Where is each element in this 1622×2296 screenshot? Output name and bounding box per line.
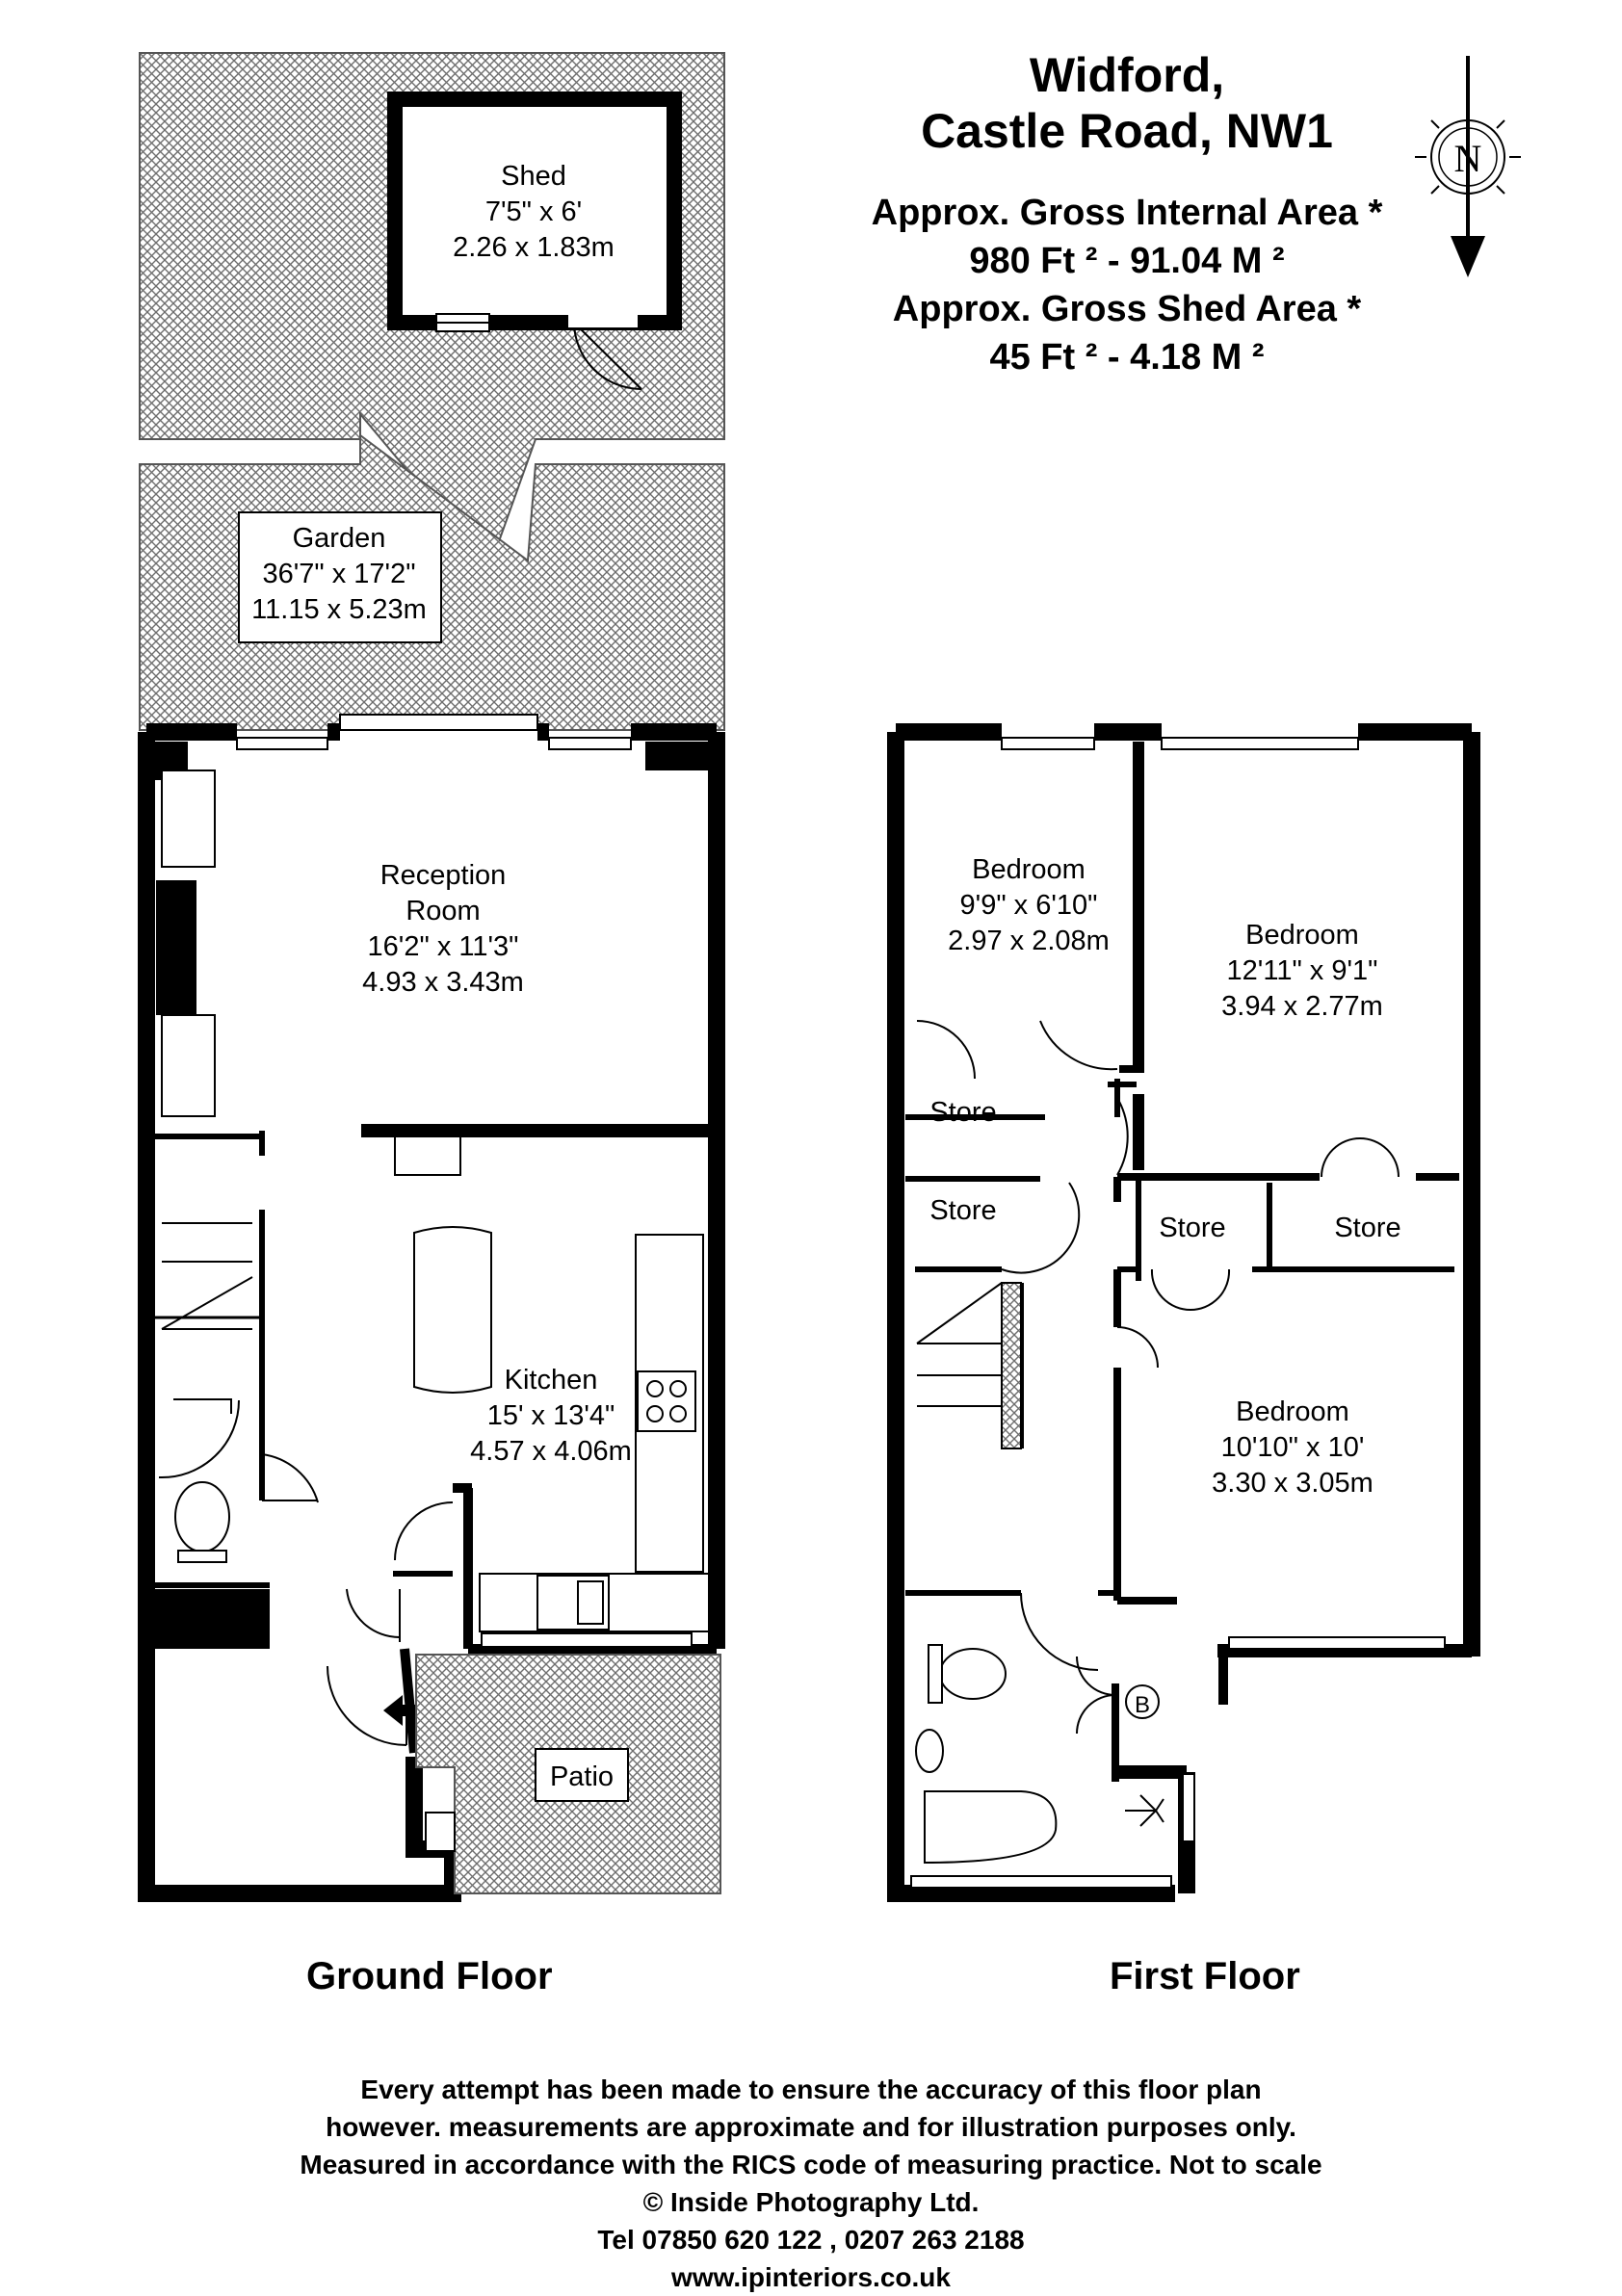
- kitchen-metric: 4.57 x 4.06m: [470, 1436, 632, 1467]
- boiler-icon: [1125, 1684, 1160, 1719]
- shed-label: Shed: [501, 161, 566, 192]
- shed-room: [387, 91, 682, 330]
- ground-floor-label: Ground Floor: [306, 1955, 553, 1997]
- gia-value: 980 Ft ² - 91.04 M ²: [969, 241, 1285, 282]
- compass-north-label: N: [1454, 137, 1482, 180]
- bedroom1-label: Bedroom: [972, 854, 1086, 885]
- bedroom2-label: Bedroom: [1245, 920, 1359, 951]
- bedroom1-imperial: 9'9" x 6'10": [960, 890, 1098, 921]
- area-summary: Approx. Gross Internal Area * 980 Ft ² -…: [809, 189, 1445, 382]
- store-label-2: Store: [929, 1195, 996, 1226]
- disclaimer-line-2: however. measurements are approximate an…: [326, 2112, 1296, 2142]
- title-line-2: Castle Road, NW1: [921, 103, 1333, 158]
- disclaimer-line-3: Measured in accordance with the RICS cod…: [300, 2150, 1322, 2179]
- bedroom2-imperial: 12'11" x 9'1": [1227, 955, 1378, 986]
- store-label-3: Store: [1159, 1213, 1225, 1243]
- kitchen-label: Kitchen: [505, 1365, 598, 1396]
- garden-label-box: [238, 511, 442, 643]
- reception-imperial: 16'2" x 11'3": [368, 931, 519, 962]
- bedroom3-imperial: 10'10" x 10': [1221, 1432, 1365, 1463]
- shed-area-value: 45 Ft ² - 4.18 M ²: [989, 337, 1265, 378]
- bedroom1-metric: 2.97 x 2.08m: [948, 926, 1110, 956]
- copyright: © Inside Photography Ltd.: [642, 2187, 980, 2217]
- store-label-1: Store: [929, 1097, 996, 1128]
- disclaimer-line-1: Every attempt has been made to ensure th…: [360, 2074, 1262, 2104]
- phone-numbers: Tel 07850 620 122 , 0207 263 2188: [597, 2225, 1025, 2255]
- shed-imperial: 7'5" x 6': [485, 196, 582, 227]
- store-label-4: Store: [1334, 1213, 1400, 1243]
- title-line-1: Widford,: [1029, 48, 1225, 102]
- reception-label-2: Room: [406, 896, 480, 926]
- first-floor-label: First Floor: [1110, 1955, 1300, 1997]
- first-floor-walls: [887, 732, 1175, 1902]
- garden-label: Garden: [293, 523, 386, 554]
- bedroom2-metric: 3.94 x 2.77m: [1221, 991, 1383, 1022]
- disclaimer: Every attempt has been made to ensure th…: [0, 2071, 1622, 2296]
- shed-metric: 2.26 x 1.83m: [453, 232, 615, 263]
- shed-area-label: Approx. Gross Shed Area *: [892, 289, 1362, 330]
- garden-imperial: 36'7" x 17'2": [262, 559, 415, 589]
- patio-label: Patio: [550, 1761, 614, 1792]
- bedroom3-label: Bedroom: [1236, 1396, 1349, 1427]
- patio-label-box: [535, 1748, 629, 1802]
- reception-metric: 4.93 x 3.43m: [362, 967, 524, 998]
- ground-floor-walls: [138, 732, 461, 1902]
- reception-label-1: Reception: [380, 860, 507, 891]
- garden-metric: 11.15 x 5.23m: [251, 594, 427, 625]
- dining-table: [413, 1226, 492, 1394]
- gia-label: Approx. Gross Internal Area *: [871, 193, 1383, 233]
- bedroom3-metric: 3.30 x 3.05m: [1212, 1468, 1373, 1499]
- kitchen-imperial: 15' x 13'4": [487, 1400, 615, 1431]
- boiler-label: B: [1135, 1692, 1150, 1718]
- entrance-arrow-icon: [383, 1695, 424, 1726]
- website-link[interactable]: www.ipinteriors.co.uk: [671, 2262, 951, 2292]
- compass-icon: [1415, 56, 1521, 277]
- property-title: Widford, Castle Road, NW1: [809, 48, 1445, 159]
